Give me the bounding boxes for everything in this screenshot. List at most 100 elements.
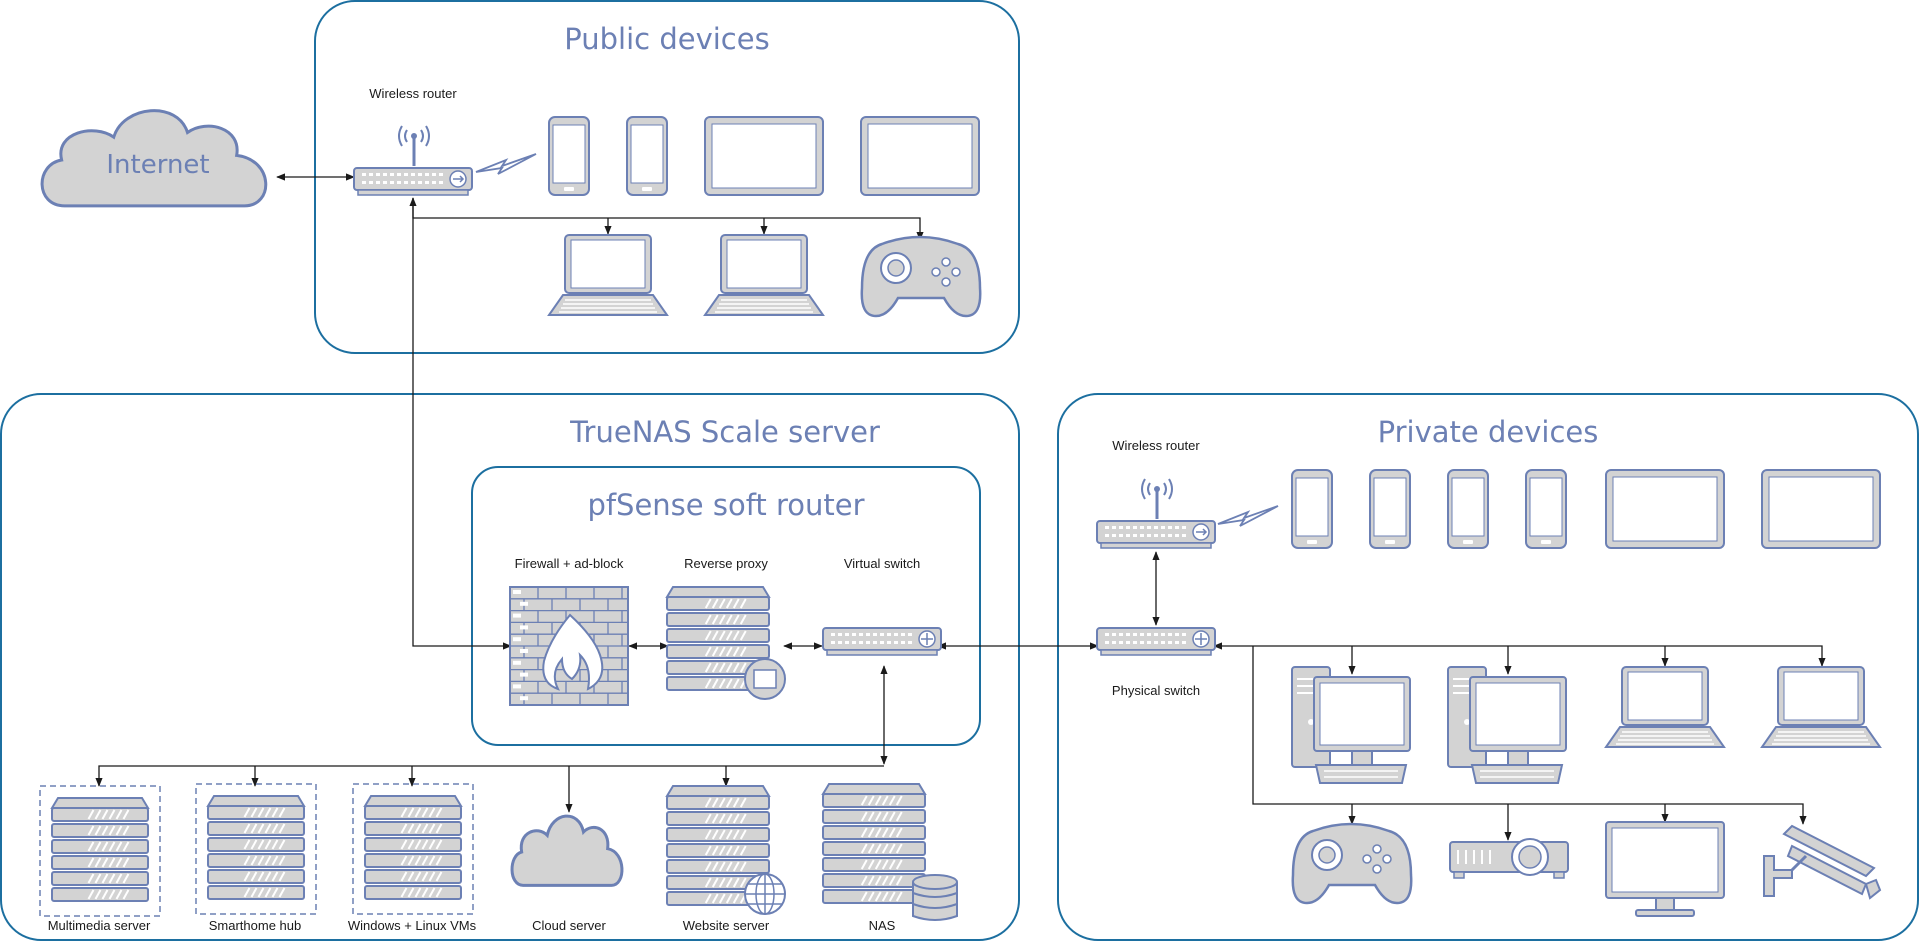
icon-part [271,807,279,818]
icon-part [912,882,958,921]
icon-part [1133,641,1137,644]
icon-part [271,887,279,898]
icon-part [1112,633,1116,636]
icon-part [520,649,528,653]
icon-part [1783,671,1859,721]
icon-part [887,641,891,644]
nas-label: NAS [869,918,896,933]
icon-part [711,861,719,872]
icon-part [739,598,747,609]
icon-part [739,662,747,673]
server-icon [821,783,958,921]
icon-part [888,891,896,902]
icon-part [881,827,889,838]
icon-part [895,859,903,870]
icon-part [739,614,747,625]
icon-part [711,598,719,609]
icon-part [732,797,740,808]
icon-part [513,637,521,642]
icon-part [666,612,770,627]
icon-part [881,875,889,886]
icon-part [1175,534,1179,537]
icon-part [1168,526,1172,529]
icon-part [411,181,415,184]
icon-part [887,633,891,636]
icon-part [243,855,251,866]
icon-part [1475,682,1561,746]
icon-part [873,641,877,644]
icon-part [725,797,733,808]
icon-part [264,887,272,898]
icon-part [725,893,733,904]
icon-part [278,823,286,834]
icon-part [711,829,719,840]
icon-part [732,861,740,872]
icon-part [822,793,926,808]
icon-part [122,873,130,884]
icon-part [243,839,251,850]
icon-part [278,839,286,850]
icon-part [718,646,726,657]
icon-part [357,189,469,196]
icon-part [271,839,279,850]
wan-link [409,197,512,650]
icon-part [704,614,712,625]
icon-part [1147,534,1151,537]
icon-part [874,875,882,886]
icon-part [428,855,436,866]
icon-part [1864,878,1882,900]
icon-part [1786,844,1868,896]
server-bus [95,765,884,787]
icon-part [435,855,443,866]
icon-part [711,797,719,808]
icon-part [745,874,785,914]
icon-part [439,181,443,184]
icon-part [432,173,436,176]
icon-part [50,797,150,809]
icon-part [115,841,123,852]
icon-part [739,646,747,657]
icon-part [425,173,429,176]
icon-part [739,861,747,872]
icon-part [414,807,422,818]
icon-part [1141,478,1173,500]
security-camera-icon [1763,824,1882,900]
device-icons [39,109,1882,921]
icon-part [1175,633,1179,636]
icon-part [1635,909,1695,917]
icon-part [87,825,95,836]
icon-part [859,633,863,636]
multimedia-server-label: Multimedia server [48,918,151,933]
icon-part [665,785,771,797]
icon-part [732,646,740,657]
icon-part [520,625,528,630]
icon-part [407,807,415,818]
icon-part [888,859,896,870]
icon-part [400,807,408,818]
icon-part [428,871,436,882]
icon-part [881,891,889,902]
icon-part [753,669,777,689]
icon-part [880,641,884,644]
internet-label: Internet [106,150,209,180]
icon-part [407,887,415,898]
icon-part [243,871,251,882]
icon-part [704,598,712,609]
icon-part [704,678,712,689]
icon-part [414,887,422,898]
icon-part [1154,526,1158,529]
icon-part [704,797,712,808]
icon-part [414,823,422,834]
icon-part [866,641,870,644]
icon-part [826,649,938,656]
icon-part [400,823,408,834]
icon-part [718,813,726,824]
icon-part [1529,477,1563,537]
icon-part [407,839,415,850]
icon-part [711,813,719,824]
icon-part [732,662,740,673]
icon-part [1464,719,1470,725]
icon-part [250,887,258,898]
icon-part [94,873,102,884]
icon-part [1105,526,1109,529]
